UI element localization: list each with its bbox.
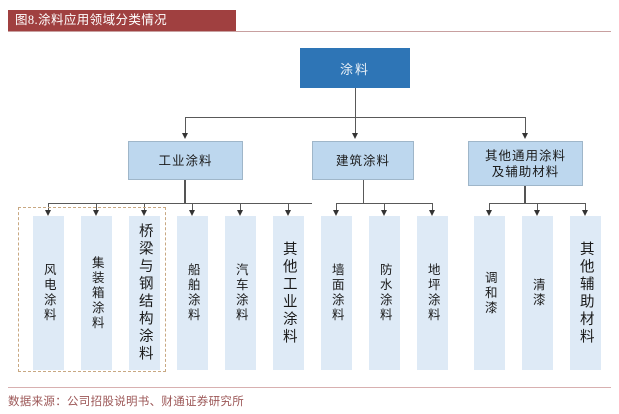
connector-other-stem: [524, 186, 526, 203]
connector-leaf-drop-4: [192, 203, 193, 212]
node-architectural-coatings-label: 建筑涂料: [335, 153, 390, 168]
leaf-clear-varnish[interactable]: 清漆: [522, 216, 553, 370]
leaf-other-auxiliary-materials[interactable]: 其他辅助材料: [570, 216, 601, 370]
arrow-leaf-6: [284, 210, 291, 216]
arrow-leaf-2: [92, 210, 99, 216]
leaf-bridge-steel-coatings-label: 桥梁与钢结构涂料: [136, 223, 153, 363]
arrow-leaf-10: [485, 210, 492, 216]
arrow-leaf-8: [380, 210, 387, 216]
connector-leaf-drop-11: [537, 203, 538, 212]
node-root-coatings[interactable]: 涂料: [300, 48, 410, 88]
connector-root-stem: [355, 88, 356, 117]
arrow-other: [521, 133, 528, 139]
arrow-leaf-3: [140, 210, 147, 216]
leaf-mixed-paint[interactable]: 调和漆: [474, 216, 505, 370]
figure-title-bar: 图8.涂料应用领域分类情况: [8, 10, 236, 31]
diagram-canvas: 涂料 工业涂料 建筑涂料 其他通用涂料 及辅助材料: [0, 33, 619, 383]
arrow-leaf-5: [236, 210, 243, 216]
connector-leaf-drop-7: [336, 203, 337, 212]
node-root-label: 涂料: [339, 61, 370, 77]
leaf-container-coatings[interactable]: 集装箱涂料: [81, 216, 112, 370]
connector-leaf-drop-9: [432, 203, 433, 212]
leaf-marine-coatings-label: 船舶涂料: [185, 263, 200, 323]
connector-drop-architectural: [355, 117, 356, 135]
node-architectural-coatings[interactable]: 建筑涂料: [312, 141, 414, 180]
leaf-other-auxiliary-materials-label: 其他辅助材料: [577, 240, 594, 346]
connector-drop-industrial: [185, 117, 186, 135]
leaf-floor-coatings-label: 地坪涂料: [425, 263, 440, 323]
leaf-wind-power-coatings[interactable]: 风电涂料: [33, 216, 64, 370]
leaf-bridge-steel-coatings[interactable]: 桥梁与钢结构涂料: [129, 216, 160, 370]
leaf-wall-coatings-label: 墙面涂料: [329, 263, 344, 323]
footer-divider: [8, 387, 611, 388]
node-other-coatings-label-line1: 其他通用涂料: [484, 148, 566, 163]
connector-drop-other: [525, 117, 526, 135]
source-note: 数据来源：公司招股说明书、财通证券研究所: [8, 396, 244, 408]
connector-industrial-bus: [48, 203, 312, 204]
arrow-leaf-12: [581, 210, 588, 216]
arrow-leaf-1: [44, 210, 51, 216]
arrow-leaf-11: [533, 210, 540, 216]
leaf-container-coatings-label: 集装箱涂料: [89, 255, 104, 331]
arrow-industrial: [181, 133, 188, 139]
connector-industrial-stem: [184, 180, 186, 203]
leaf-automotive-coatings-label: 汽车涂料: [233, 263, 248, 323]
node-other-coatings[interactable]: 其他通用涂料 及辅助材料: [468, 141, 583, 186]
leaf-wind-power-coatings-label: 风电涂料: [41, 263, 56, 323]
page-title: 图8.涂料应用领域分类情况: [15, 13, 168, 27]
leaf-marine-coatings[interactable]: 船舶涂料: [177, 216, 208, 370]
leaf-waterproof-coatings[interactable]: 防水涂料: [369, 216, 400, 370]
connector-architectural-stem: [363, 180, 364, 203]
title-divider: [8, 31, 611, 32]
leaf-wall-coatings[interactable]: 墙面涂料: [321, 216, 352, 370]
highlighted-group-boundary: [18, 207, 166, 372]
connector-leaf-drop-12: [585, 203, 586, 212]
leaf-other-industrial-coatings-label: 其他工业涂料: [280, 240, 297, 346]
leaf-mixed-paint-label: 调和漆: [482, 270, 497, 316]
arrow-leaf-4: [188, 210, 195, 216]
leaf-automotive-coatings[interactable]: 汽车涂料: [225, 216, 256, 370]
leaf-waterproof-coatings-label: 防水涂料: [377, 263, 392, 323]
connector-leaf-drop-6: [288, 203, 289, 212]
leaf-floor-coatings[interactable]: 地坪涂料: [417, 216, 448, 370]
arrow-architectural: [351, 133, 358, 139]
leaf-other-industrial-coatings[interactable]: 其他工业涂料: [273, 216, 304, 370]
node-industrial-coatings[interactable]: 工业涂料: [128, 141, 243, 180]
node-industrial-coatings-label: 工业涂料: [158, 153, 213, 168]
connector-leaf-drop-5: [240, 203, 241, 212]
arrow-leaf-9: [428, 210, 435, 216]
leaf-clear-varnish-label: 清漆: [530, 278, 545, 308]
connector-leaf-drop-8: [384, 203, 385, 212]
connector-leaf-drop-10: [489, 203, 490, 212]
node-other-coatings-label-line2: 及辅助材料: [491, 164, 560, 179]
arrow-leaf-7: [332, 210, 339, 216]
